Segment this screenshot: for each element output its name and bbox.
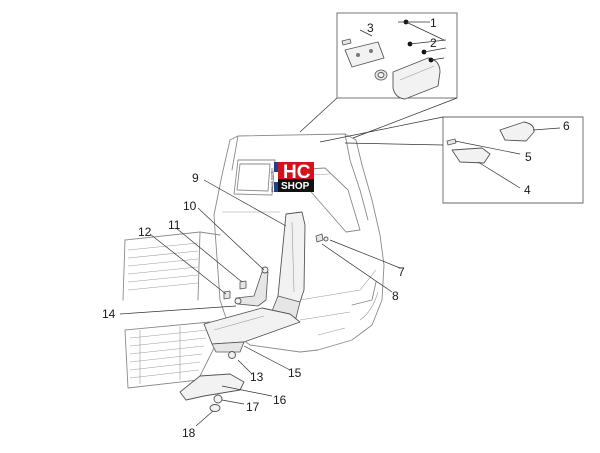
- visor-clip: [499, 121, 535, 142]
- callout-12: 12: [138, 225, 152, 239]
- cargo-bed-outline: [122, 231, 233, 389]
- callout-2: 2: [430, 36, 437, 50]
- callout-16: 16: [273, 393, 287, 407]
- callout-6: 6: [563, 119, 570, 133]
- callout-14: 14: [102, 307, 116, 321]
- callout-5: 5: [525, 150, 532, 164]
- callout-18: 18: [182, 426, 196, 440]
- callout-3: 3: [367, 21, 374, 35]
- callout-11: 11: [168, 218, 181, 232]
- floor-cover-piece: [179, 373, 245, 401]
- lamp-base-plate: [344, 41, 385, 68]
- visor-screw: [446, 138, 457, 146]
- hc-shop-logo: HC SHOP pezzi di ricambio: [270, 162, 314, 192]
- inset-box-sun-visor: [319, 116, 584, 204]
- callout-numbers: 1 2 3 4 5 6 7 8 9 10 11 12 13 14 15 16 1…: [102, 16, 570, 440]
- callout-8: 8: [392, 289, 399, 303]
- screw-3: [341, 38, 352, 46]
- vehicle-body-outline: [213, 133, 385, 353]
- callout-10: 10: [183, 199, 197, 213]
- callout-15: 15: [288, 366, 302, 380]
- lower-trim-panel: [203, 307, 301, 353]
- callout-7: 7: [398, 265, 405, 279]
- callout-4: 4: [524, 183, 531, 197]
- pillar-trim: [269, 211, 306, 319]
- callout-13: 13: [250, 370, 264, 384]
- sun-visor: [451, 147, 491, 164]
- logo-hc-text: HC: [283, 162, 311, 183]
- belt-bracket: [234, 266, 269, 307]
- logo-shop-text: SHOP: [281, 181, 310, 192]
- fasteners: [209, 233, 329, 412]
- logo-side-text: pezzi di ricambio: [270, 168, 274, 192]
- callout-9: 9: [192, 171, 199, 185]
- callout-17: 17: [246, 400, 260, 414]
- leader-lines: [119, 179, 401, 427]
- callout-1: 1: [430, 16, 437, 30]
- inset-box-interior-light: [299, 12, 458, 139]
